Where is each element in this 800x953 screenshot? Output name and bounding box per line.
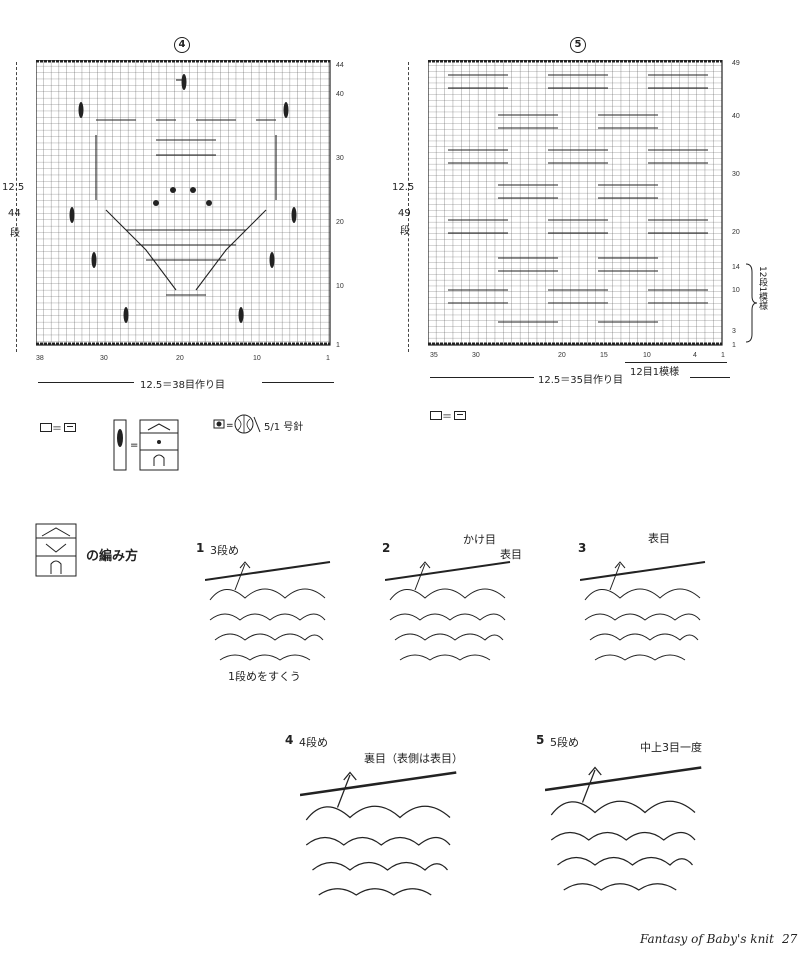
- chart4-rows-label: 44: [8, 208, 21, 219]
- chart4-col-label: 1: [326, 355, 330, 362]
- step1-note: 1段めをすくう: [228, 670, 301, 683]
- chart5-col-label: 10: [643, 352, 651, 359]
- chart5-width-caption: 12.5＝35目作り目: [538, 375, 623, 386]
- legend5-blank-symbol: [430, 411, 442, 420]
- legend5-purl-symbol: [454, 411, 466, 420]
- chart5-repeat-ruler: [625, 362, 727, 363]
- chart5-dan: 段: [400, 226, 410, 237]
- chart5-repeat-caption: 12目1模様: [630, 367, 680, 378]
- chart5-width-ruler-left: [430, 377, 534, 378]
- legend-bobble-chart-symbol: =: [113, 419, 179, 471]
- legend-blank-symbol: [40, 423, 52, 432]
- step4-label: 4段め: [299, 736, 328, 749]
- legend-purl-symbol: [64, 423, 76, 432]
- chart4-dan: 段: [10, 228, 20, 239]
- chart5-row-label: 3: [732, 328, 736, 335]
- step1-label: 3段め: [210, 544, 239, 557]
- step2-illustration: [385, 561, 511, 661]
- chart5-col-label: 15: [600, 352, 608, 359]
- footer-text: Fantasy of Baby's knit: [640, 932, 774, 946]
- step4-note: 裏目（表側は表目）: [364, 752, 463, 765]
- chart4-top-right-label: 44: [336, 62, 344, 69]
- chart4-row-label: 30: [336, 155, 344, 162]
- chart4-row-label: 1: [336, 342, 340, 349]
- chart5-row-label: 14: [732, 264, 740, 271]
- step2-note-b: 表目: [500, 548, 522, 561]
- chart5-grid: [428, 60, 723, 346]
- step1-illustration: [205, 561, 331, 661]
- chart4-row-label: 10: [336, 283, 344, 290]
- chart5-row-label: 40: [732, 113, 740, 120]
- chart4-height-label: 12.5: [2, 182, 25, 193]
- chart5-col-label: 30: [472, 352, 480, 359]
- step3-illustration: [580, 561, 706, 661]
- step3-note: 表目: [648, 532, 670, 545]
- step2-note-a: かけ目: [463, 533, 496, 546]
- chart4-col-label: 38: [36, 355, 44, 362]
- chart4-motif: [95, 79, 277, 296]
- chart4-width-ruler-left: [38, 382, 134, 383]
- chart5-motifs: [448, 74, 708, 323]
- chart4-col-label: 30: [100, 355, 108, 362]
- page-number: 27: [782, 932, 798, 946]
- chart5-height-ruler: [408, 62, 409, 352]
- chart5-col-label: 4: [693, 352, 697, 359]
- chart4-col-label: 20: [176, 355, 184, 362]
- legend-bobble-symbol: =: [213, 414, 261, 434]
- svg-text:=: =: [226, 421, 234, 431]
- howto-title: の編み方: [86, 549, 139, 564]
- step5-illustration: [545, 766, 703, 892]
- step1-num: 1: [196, 541, 205, 555]
- chart4-col-label: 10: [253, 355, 261, 362]
- chart4-width-ruler-right: [262, 382, 334, 383]
- chart5-row-label: 30: [732, 171, 740, 178]
- step5-num: 5: [536, 733, 545, 747]
- legend-bobble-text: 5/1 号針: [264, 422, 304, 433]
- chart4-width-caption: 12.5＝38目作り目: [140, 380, 225, 391]
- chart5-rows-label: 49: [398, 208, 411, 219]
- chart5-side-caption: 12段1模様: [757, 266, 767, 311]
- chart5-number: 5: [570, 37, 586, 53]
- step5-label: 5段め: [550, 736, 579, 749]
- step4-illustration: [300, 771, 458, 897]
- chart5-col-label: 1: [721, 352, 725, 359]
- step2-num: 2: [382, 541, 391, 555]
- chart5-row-label: 10: [732, 287, 740, 294]
- svg-text:=: =: [130, 440, 138, 451]
- legend5-eq: ＝: [442, 412, 452, 423]
- chart4-bobbles: [69, 74, 297, 323]
- chart5-row-label: 20: [732, 229, 740, 236]
- chart5-height-label: 12.5: [392, 182, 415, 193]
- chart5-col-label: 35: [430, 352, 438, 359]
- chart4-row-label: 20: [336, 219, 344, 226]
- chart5-top-right-label: 49: [732, 60, 740, 67]
- chart4-number: 4: [174, 37, 190, 53]
- chart4-height-ruler: [16, 62, 17, 352]
- howto-symbol: [35, 523, 77, 577]
- chart4-row-label: 40: [336, 91, 344, 98]
- step3-num: 3: [578, 541, 587, 555]
- chart5-col-label: 20: [558, 352, 566, 359]
- chart5-side-bracket: [745, 263, 758, 343]
- step4-num: 4: [285, 733, 294, 747]
- step5-note: 中上3目一度: [640, 741, 702, 754]
- chart5-width-ruler-right: [690, 377, 730, 378]
- legend-blank-eq: ＝: [52, 424, 62, 435]
- chart4-grid: [36, 60, 331, 346]
- chart5-row-label: 1: [732, 342, 736, 349]
